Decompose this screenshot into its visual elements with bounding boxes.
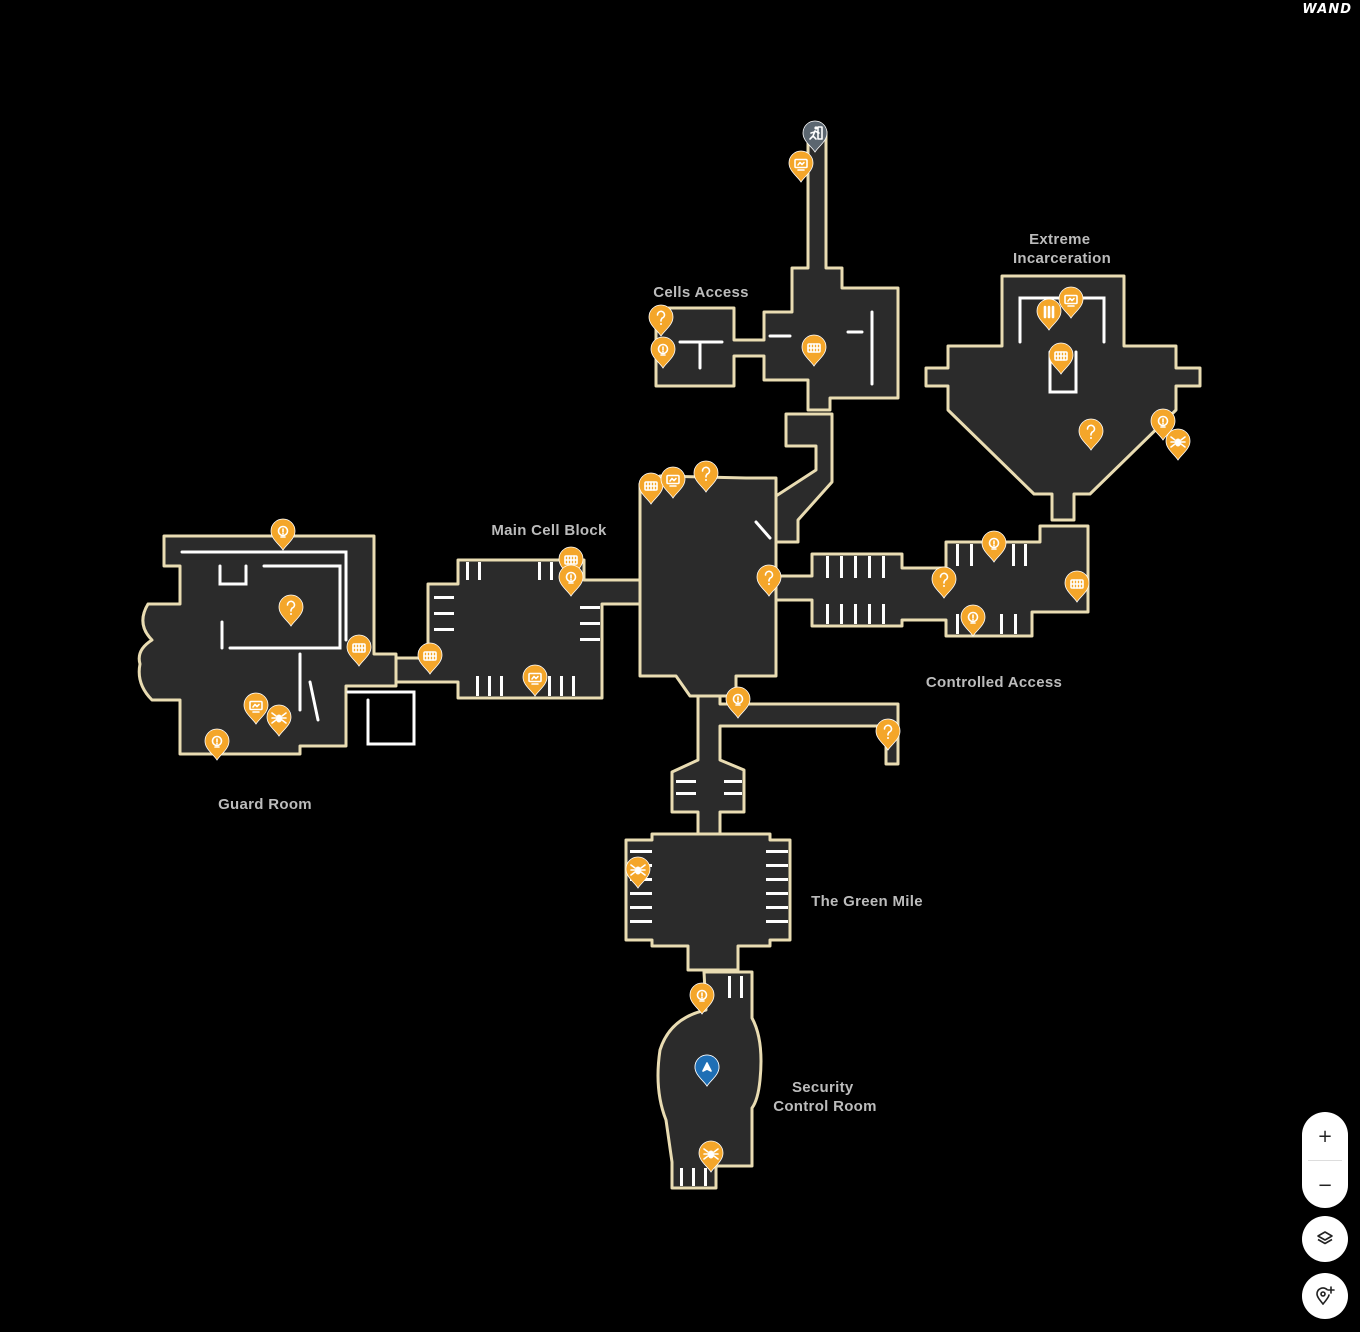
- map-marker-question[interactable]: [931, 566, 957, 599]
- hint-icon: [565, 571, 577, 584]
- hint-icon: [732, 693, 744, 706]
- guard-room-area: [137, 534, 398, 756]
- hub-link: [774, 412, 834, 544]
- green-mile-room: [624, 832, 792, 972]
- hint-icon: [967, 611, 979, 624]
- map-marker-cells[interactable]: [638, 472, 664, 505]
- question-icon: [1086, 424, 1096, 439]
- question-icon: [701, 466, 711, 481]
- monitor-icon: [1064, 294, 1078, 307]
- map-marker-hint[interactable]: [725, 686, 751, 719]
- zoom-out-button[interactable]: −: [1302, 1161, 1348, 1209]
- cells-icon: [807, 343, 821, 353]
- map-marker-hint[interactable]: [650, 336, 676, 369]
- map-marker-hint[interactable]: [960, 604, 986, 637]
- map-marker-exit[interactable]: [802, 120, 828, 153]
- map-marker-spider[interactable]: [625, 856, 651, 889]
- area-label-security-control-room: Security Control Room: [773, 1079, 877, 1115]
- cells-icon: [1054, 351, 1068, 361]
- marker-layer: [204, 120, 1191, 1173]
- map-marker-hint[interactable]: [204, 728, 230, 761]
- map-marker-cells[interactable]: [346, 634, 372, 667]
- map-marker-question[interactable]: [648, 304, 674, 337]
- add-pin-button[interactable]: [1302, 1273, 1348, 1319]
- monitor-icon: [794, 158, 808, 171]
- map-marker-monitor[interactable]: [243, 692, 269, 725]
- main-cell-block-room: [394, 558, 642, 700]
- monitor-icon: [249, 700, 263, 713]
- question-icon: [656, 310, 666, 325]
- map-marker-cells[interactable]: [1064, 570, 1090, 603]
- map-marker-cells[interactable]: [801, 334, 827, 367]
- map-marker-hint[interactable]: [981, 530, 1007, 563]
- zoom-in-button[interactable]: +: [1302, 1112, 1348, 1160]
- map-marker-spider[interactable]: [1165, 428, 1191, 461]
- map-marker-monitor[interactable]: [788, 150, 814, 183]
- map-marker-question[interactable]: [693, 460, 719, 493]
- area-label-main-cell-block: Main Cell Block: [491, 522, 607, 539]
- hint-icon: [277, 525, 289, 538]
- exit-icon: [809, 126, 823, 140]
- hint-icon: [988, 537, 1000, 550]
- map-marker-player[interactable]: [694, 1054, 720, 1087]
- area-labels: Extreme Incarceration Cells Access Main …: [218, 231, 1111, 1115]
- monitor-icon: [666, 474, 680, 487]
- map-marker-cells[interactable]: [417, 642, 443, 675]
- map-marker-hint[interactable]: [689, 982, 715, 1015]
- layers-icon: [1317, 1231, 1333, 1245]
- map-marker-question[interactable]: [278, 594, 304, 627]
- hint-icon: [696, 989, 708, 1002]
- player-icon: [702, 1062, 712, 1072]
- area-label-the-green-mile: The Green Mile: [811, 893, 923, 910]
- question-icon: [939, 572, 949, 587]
- map-marker-spider[interactable]: [698, 1140, 724, 1173]
- spider-icon: [703, 1148, 719, 1160]
- map-marker-question[interactable]: [756, 564, 782, 597]
- map-marker-hint[interactable]: [558, 564, 584, 597]
- question-icon: [883, 724, 893, 739]
- spider-icon: [1170, 436, 1186, 448]
- spider-icon: [271, 712, 287, 724]
- zoom-controls: + −: [1302, 1112, 1348, 1208]
- brand-logo: WAND: [1302, 2, 1352, 17]
- hint-icon: [657, 343, 669, 356]
- layers-button[interactable]: [1302, 1216, 1348, 1262]
- map-marker-monitor[interactable]: [660, 466, 686, 499]
- map-marker-question[interactable]: [875, 718, 901, 751]
- map-marker-question[interactable]: [1078, 418, 1104, 451]
- cells-icon: [423, 651, 437, 661]
- map-marker-monitor[interactable]: [522, 664, 548, 697]
- map-marker-spider[interactable]: [266, 704, 292, 737]
- zoom-divider: [1308, 1160, 1342, 1161]
- map-marker-hint[interactable]: [1150, 408, 1176, 441]
- map-marker-cells[interactable]: [1048, 342, 1074, 375]
- extreme-incarceration-room: [924, 274, 1202, 522]
- area-label-extreme-incarceration: Extreme Incarceration: [1013, 231, 1111, 267]
- central-hub: [638, 474, 778, 698]
- area-label-cells-access: Cells Access: [653, 284, 749, 301]
- cells-icon: [644, 481, 658, 491]
- south-corridor: [670, 694, 900, 836]
- area-label-controlled-access: Controlled Access: [926, 674, 1062, 691]
- top-corridor: [654, 130, 900, 412]
- add-pin-icon: [1316, 1286, 1335, 1305]
- spider-icon: [630, 864, 646, 876]
- map-marker-pillars[interactable]: [1036, 298, 1062, 331]
- hint-icon: [211, 735, 223, 748]
- hint-icon: [1157, 415, 1169, 428]
- question-icon: [764, 570, 774, 585]
- area-label-guard-room: Guard Room: [218, 796, 312, 813]
- pillars-icon: [1043, 305, 1055, 319]
- monitor-icon: [528, 672, 542, 685]
- map-marker-monitor[interactable]: [1058, 286, 1084, 319]
- question-icon: [286, 600, 296, 615]
- cells-icon: [352, 643, 366, 653]
- cells-icon: [1070, 579, 1084, 589]
- floor-plan: [137, 130, 1202, 1190]
- map-marker-hint[interactable]: [270, 518, 296, 551]
- cells-icon: [564, 555, 578, 565]
